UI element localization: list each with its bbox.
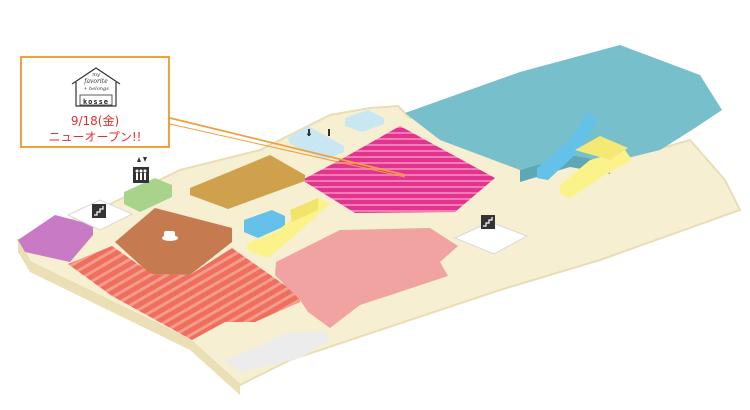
- callout-pointer: [169, 117, 406, 176]
- stairs-sign-right: [453, 215, 529, 255]
- store-cafe[interactable]: [115, 208, 232, 275]
- store-teal[interactable]: [405, 45, 722, 170]
- new-shop-callout: my favorite + belongs kosse 9/18(金) ニューオ…: [20, 56, 170, 148]
- restroom-icon: [307, 129, 330, 136]
- store-salmon[interactable]: [275, 228, 458, 328]
- floor-side: [18, 240, 240, 395]
- escalator-right-blue: [537, 112, 598, 180]
- stairs-sign-left: [66, 199, 134, 231]
- store-brown[interactable]: [190, 155, 305, 209]
- kosse-logo: my favorite + belongs kosse: [66, 64, 126, 108]
- logo-line-2: favorite: [84, 78, 108, 85]
- logo-line-1: my: [92, 72, 100, 78]
- escalator-left-blue: [244, 210, 285, 238]
- new-open-text: ニューオープン!!: [48, 130, 142, 144]
- elevator-icon: [133, 157, 149, 183]
- escalator-right-yellow: [560, 150, 632, 198]
- cafe-icon: [162, 231, 178, 241]
- gray-block-bottom: [224, 332, 330, 372]
- store-kosse[interactable]: [302, 126, 495, 213]
- escalator-left-yellow-2: [290, 198, 318, 222]
- house-outline-icon: [71, 67, 121, 107]
- gray-block-top: [345, 110, 384, 132]
- store-purple[interactable]: [18, 215, 93, 262]
- brand-name: kosse: [82, 98, 110, 106]
- open-date: 9/18(金): [70, 114, 120, 128]
- escalator-right-yellow-2: [575, 136, 628, 160]
- elevator-block: [124, 178, 172, 212]
- store-coral[interactable]: [68, 246, 300, 340]
- callout-pointer-2: [169, 123, 406, 178]
- logo-line-3: + belongs: [83, 86, 109, 92]
- stair-landing-top: [288, 126, 344, 160]
